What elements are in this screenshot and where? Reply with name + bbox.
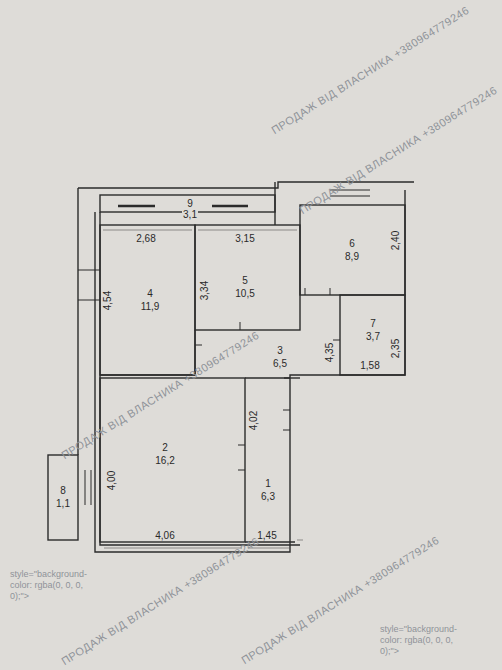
dimension: 4,06	[155, 530, 174, 541]
room-area: 3,1	[182, 209, 198, 220]
dimension: 1,58	[360, 360, 379, 371]
dimension: 1,45	[257, 530, 276, 541]
dimension: 2,68	[136, 233, 155, 244]
watermark: ПРОДАЖ ВІД ВЛАСНИКА +380964779246	[59, 535, 260, 667]
room-number: 8	[59, 485, 67, 496]
room-area: 6,3	[261, 491, 275, 502]
dimension: 4,54	[103, 290, 114, 309]
room-number: 4	[147, 288, 153, 299]
room-area: 10,5	[235, 288, 254, 299]
dimension: 2,40	[391, 230, 402, 249]
watermark: ПРОДАЖ ВІД ВЛАСНИКА +380964779246	[298, 84, 499, 216]
watermark: ПРОДАЖ ВІД ВЛАСНИКА +380964779246	[59, 329, 260, 461]
room-number: 2	[162, 442, 168, 453]
watermark: style="background-color: rgba(0, 0, 0, 0…	[380, 624, 460, 657]
dimension: 2,35	[391, 338, 402, 357]
room-area: 1,1	[55, 498, 71, 509]
dimension: 3,15	[235, 233, 254, 244]
room-number: 5	[242, 275, 248, 286]
room-area: 8,9	[345, 251, 359, 262]
room-area: 16,2	[155, 455, 174, 466]
room-area: 6,5	[273, 358, 287, 369]
watermark: ПРОДАЖ ВІД ВЛАСНИКА +380964779246	[269, 4, 470, 136]
room-area: 11,9	[141, 301, 160, 312]
room-number: 3	[277, 345, 283, 356]
dimension: 4,35	[325, 342, 336, 361]
room-number: 9	[186, 198, 194, 209]
dimension: 4,00	[107, 470, 118, 489]
room-number: 6	[349, 238, 355, 249]
watermark: ПРОДАЖ ВІД ВЛАСНИКА +380964779246	[239, 534, 440, 666]
dimension: 3,34	[200, 280, 211, 299]
dimension: 4,02	[249, 410, 260, 429]
watermark: style="background-color: rgba(0, 0, 0, 0…	[10, 569, 90, 602]
room-area: 3,7	[366, 331, 380, 342]
room-number: 1	[265, 478, 271, 489]
room-number: 7	[370, 318, 376, 329]
